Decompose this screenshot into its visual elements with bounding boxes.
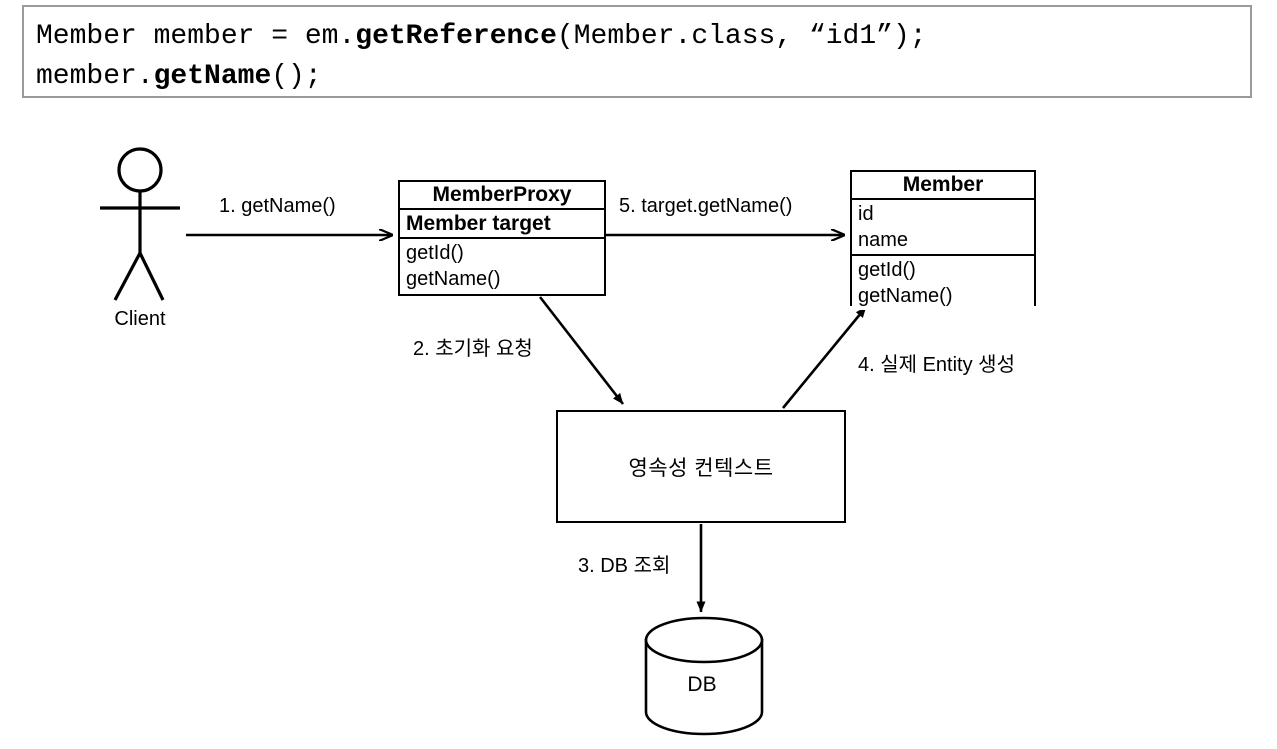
db-cylinder-shape: [644, 616, 764, 736]
arrow-label-step1: 1. getName(): [219, 195, 336, 217]
actor-head-icon: [117, 147, 163, 193]
member-operation-getid: getId(): [858, 259, 916, 281]
actor-leg-right: [138, 252, 165, 301]
memberproxy-title: MemberProxy: [400, 182, 604, 210]
member-attribute-id: id: [858, 203, 874, 225]
arrow-label-step2: 2. 초기화 요청: [413, 338, 533, 360]
member-operation-getname: getName(): [858, 285, 953, 307]
code-line-1-suffix: (Member.class, “id1”);: [556, 21, 927, 52]
member-attributes: id name: [852, 200, 1034, 256]
code-line-2-suffix: ();: [271, 61, 322, 92]
code-snippet-block: Member member = em.getReference(Member.c…: [22, 5, 1252, 98]
actor-client-figure: [100, 147, 180, 301]
actor-client-label: Client: [114, 308, 166, 330]
code-line-2-method: getName: [153, 61, 272, 92]
memberproxy-class: MemberProxy Member target getId() getNam…: [398, 180, 606, 296]
arrow-label-step3: 3. DB 조회: [578, 555, 671, 577]
db-label: DB: [687, 673, 717, 696]
code-line-2: member.getName();: [36, 63, 322, 91]
arrow-label-step4: 4. 실제 Entity 생성: [858, 354, 1015, 376]
memberproxy-operations: getId() getName(): [400, 239, 604, 293]
arrow-label-step5: 5. target.getName(): [619, 195, 793, 217]
code-line-1-prefix: Member member = em.: [36, 21, 356, 52]
persistence-context-label: 영속성 컨텍스트: [628, 456, 774, 480]
arrow-step2: [538, 296, 625, 405]
arrow-step4: [781, 306, 868, 409]
code-line-2-prefix: member.: [36, 61, 154, 92]
member-title: Member: [852, 172, 1034, 200]
member-operations: getId() getName(): [852, 256, 1034, 310]
persistence-context-box: 영속성 컨텍스트: [556, 410, 846, 523]
memberproxy-operation-getname: getName(): [406, 268, 501, 290]
code-line-1: Member member = em.getReference(Member.c…: [36, 23, 927, 51]
actor-leg-left: [113, 252, 142, 301]
memberproxy-operation-getid: getId(): [406, 242, 464, 264]
code-line-1-method: getReference: [355, 21, 557, 52]
member-attribute-name: name: [858, 229, 909, 251]
memberproxy-attribute: Member target: [400, 210, 604, 239]
db-cylinder: DB: [644, 618, 760, 740]
member-class: Member id name getId() getName(): [850, 170, 1036, 310]
